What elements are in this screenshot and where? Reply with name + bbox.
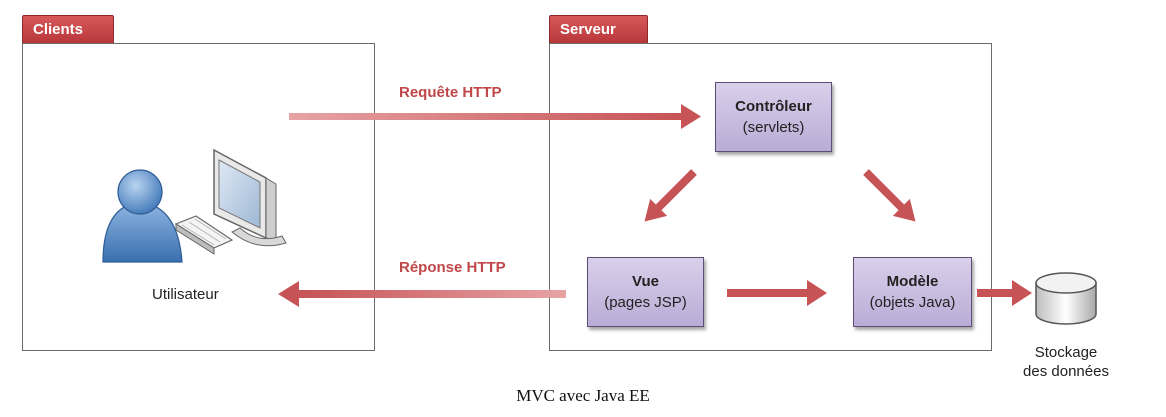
database-icon	[1035, 272, 1097, 325]
model-subtitle: (objets Java)	[869, 294, 956, 311]
clients-tab: Clients	[22, 15, 114, 43]
view-box: Vue (pages JSP)	[587, 257, 704, 327]
controller-subtitle: (servlets)	[742, 119, 805, 136]
controller-to-view-arrow	[644, 169, 697, 222]
request-arrow	[289, 104, 701, 129]
response-arrow	[278, 281, 566, 307]
model-to-storage-arrow	[977, 280, 1032, 306]
request-label: Requête HTTP	[399, 84, 502, 101]
view-subtitle: (pages JSP)	[604, 294, 687, 311]
server-tab-label: Serveur	[560, 21, 616, 38]
user-label: Utilisateur	[152, 286, 219, 303]
storage-label-line2: des données	[1023, 363, 1109, 380]
user-computer-icon	[102, 148, 287, 263]
storage-label: Stockage des données	[1016, 343, 1116, 381]
storage-label-line1: Stockage	[1034, 344, 1098, 361]
controller-title: Contrôleur	[735, 98, 812, 115]
clients-tab-label: Clients	[33, 21, 84, 38]
controller-to-model-arrow	[863, 169, 916, 222]
response-label: Réponse HTTP	[399, 259, 506, 276]
view-title: Vue	[632, 273, 659, 290]
model-box: Modèle (objets Java)	[853, 257, 972, 327]
controller-box: Contrôleur (servlets)	[715, 82, 832, 152]
view-to-model-arrow	[727, 280, 827, 306]
model-title: Modèle	[886, 273, 939, 290]
server-tab: Serveur	[549, 15, 648, 43]
clients-panel	[22, 43, 375, 351]
figure-caption: MVC avec Java EE	[516, 386, 650, 405]
